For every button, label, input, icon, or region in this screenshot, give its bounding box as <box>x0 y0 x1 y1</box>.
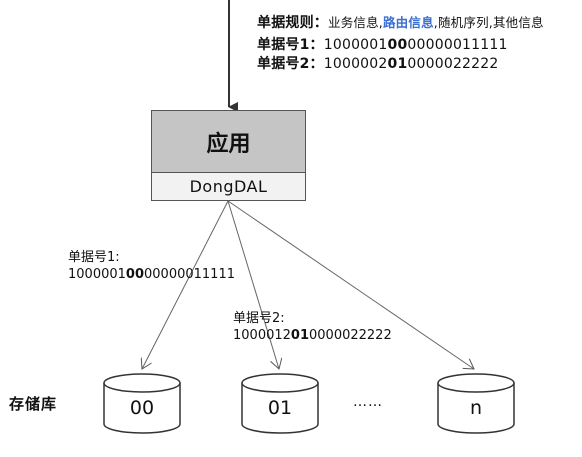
db-label-00: 00 <box>129 397 155 419</box>
route-arrow-01 <box>227 200 279 369</box>
doc1-prefix: 1000001 <box>323 37 388 53</box>
storage-label: 存储库 <box>9 395 58 413</box>
routing-rule-line: 单据规则：业务信息,路由信息,随机序列,其他信息 <box>257 12 544 32</box>
left-doc-route-digits: 00 <box>125 267 144 282</box>
db-cylinder-01 <box>241 373 319 434</box>
rule-route-highlight: 路由信息 <box>382 15 434 30</box>
mid-doc-suffix: 0000022222 <box>309 328 392 343</box>
mid-doc-title: 单据号2: <box>233 311 285 326</box>
doc1-suffix: 00000011111 <box>407 37 508 53</box>
doc2-prefix: 1000002 <box>323 56 388 72</box>
doc-number-2-line: 单据号2：1000002010000022222 <box>257 53 498 73</box>
db-ellipsis: …… <box>353 394 383 410</box>
db-label-n: n <box>469 397 483 419</box>
doc-number-1-line: 单据号1：10000010000000011111 <box>257 34 508 54</box>
left-doc-label: 单据号1: 10000010000000011111 <box>68 249 235 283</box>
doc2-suffix: 0000022222 <box>407 56 499 72</box>
left-doc-suffix: 00000011111 <box>144 267 235 282</box>
rule-rest: ,随机序列,其他信息 <box>433 15 544 30</box>
rule-business: 业务信息, <box>328 15 383 30</box>
app-box: 应用 DongDAL <box>151 110 306 201</box>
db-cylinder-n <box>437 373 515 434</box>
mid-doc-label: 单据号2: 1000012010000022222 <box>233 310 392 344</box>
left-doc-number: 10000010000000011111 <box>68 266 235 283</box>
doc1-route-digits: 00 <box>387 37 408 53</box>
mid-doc-number: 1000012010000022222 <box>233 327 392 344</box>
left-doc-prefix: 1000001 <box>68 267 126 282</box>
route-arrow-00 <box>142 200 229 369</box>
mid-doc-route-digits: 01 <box>290 328 309 343</box>
app-subtitle-dongdal: DongDAL <box>151 173 306 201</box>
db-label-01: 01 <box>267 397 293 419</box>
mid-doc-prefix: 1000012 <box>233 328 291 343</box>
doc1-label: 单据号1： <box>257 37 324 53</box>
db-cylinder-00 <box>103 373 181 434</box>
doc2-route-digits: 01 <box>387 56 408 72</box>
app-title: 应用 <box>151 110 306 173</box>
route-arrow-n <box>227 200 474 369</box>
doc2-label: 单据号2： <box>257 56 324 72</box>
rule-title: 单据规则： <box>257 15 328 31</box>
left-doc-title: 单据号1: <box>68 250 120 265</box>
